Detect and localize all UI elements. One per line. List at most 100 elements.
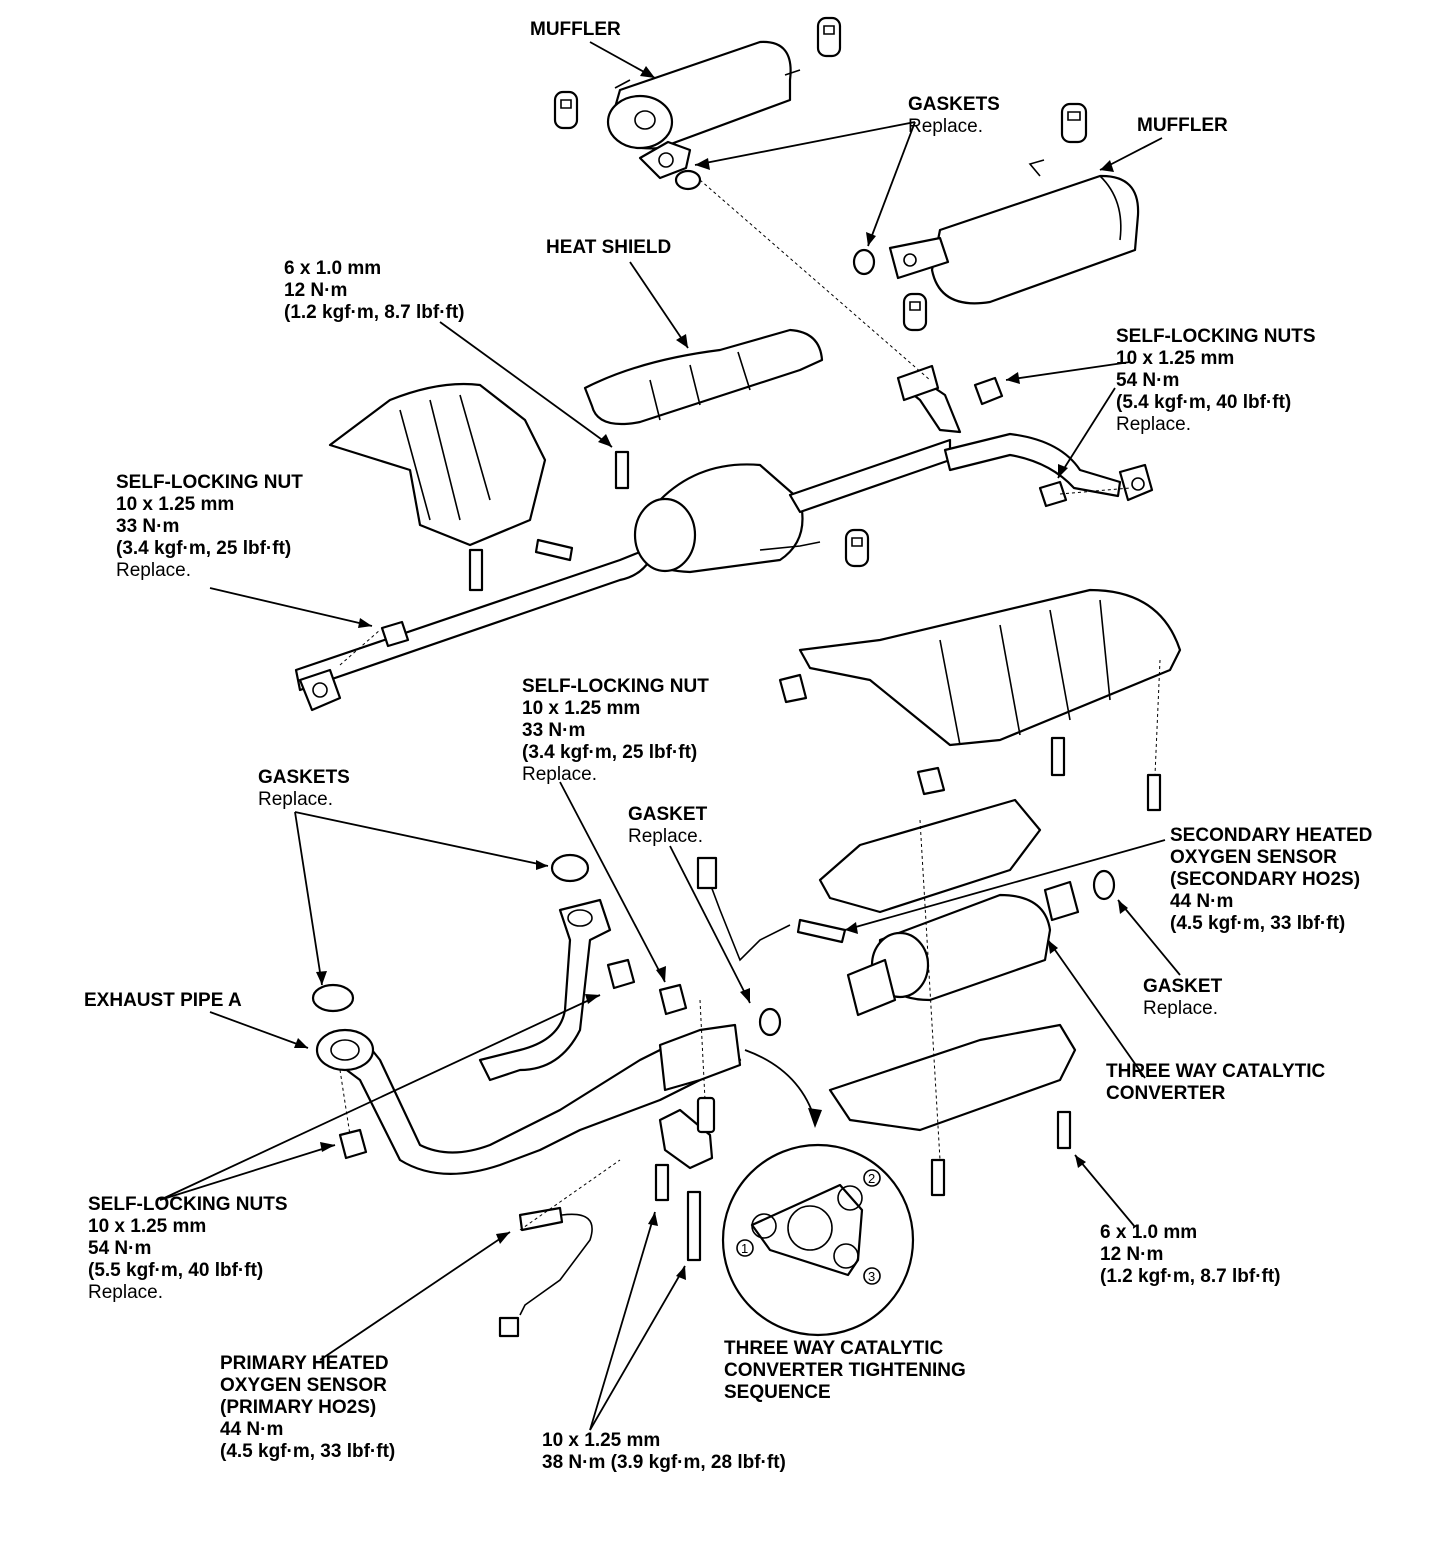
nut-lower-shield-2	[918, 768, 944, 794]
slnut-left-note: Replace.	[116, 560, 191, 581]
arrowheads	[294, 66, 1128, 1280]
sequence-number-3: 3	[868, 1269, 875, 1284]
slnuts-top-line1: 10 x 1.25 mm	[1116, 348, 1235, 369]
gasket-left-1	[313, 985, 353, 1011]
label-muffler-right: MUFFLER	[1137, 115, 1228, 137]
bracket	[660, 1098, 714, 1168]
gasket-right-title: GASKET	[1143, 976, 1223, 997]
slnut-mid-line2: 33 N·m	[522, 720, 586, 741]
gasket-right-muffler	[854, 250, 874, 274]
exhaust-pipe-a	[317, 900, 740, 1174]
three-way-catalytic-converter	[848, 882, 1078, 1015]
primary-ho2s-line1: PRIMARY HEATED	[220, 1353, 389, 1374]
slnuts-bottom-line1: 10 x 1.25 mm	[88, 1216, 207, 1237]
tightening-sequence-line2: CONVERTER TIGHTENING	[724, 1360, 966, 1381]
label-primary-ho2s: PRIMARY HEATED OXYGEN SENSOR (PRIMARY HO…	[220, 1353, 395, 1463]
bolt-front-shield-1	[470, 550, 482, 590]
label-gaskets-left: GASKETS Replace.	[258, 767, 350, 811]
bolt-6x1-bottom-line3: (1.2 kgf·m, 8.7 lbf·ft)	[1100, 1266, 1281, 1287]
gasket-left-2	[552, 855, 588, 881]
bolt-10x125-bottom-line1: 10 x 1.25 mm	[542, 1430, 661, 1451]
label-secondary-ho2s: SECONDARY HEATED OXYGEN SENSOR (SECONDAR…	[1170, 825, 1372, 935]
secondary-ho2s-line4: 44 N·m	[1170, 891, 1234, 912]
tightening-sequence-detail: 1 2 3	[723, 1145, 913, 1335]
nut-lower-shield-1	[780, 675, 806, 702]
label-self-locking-nut-left: SELF-LOCKING NUT 10 x 1.25 mm 33 N·m (3.…	[116, 472, 303, 582]
exhaust-pipe-a-title: EXHAUST PIPE A	[84, 990, 242, 1011]
gaskets-left-title: GASKETS	[258, 767, 350, 788]
gasket-mid-note: Replace.	[628, 826, 703, 847]
gasket-mid	[760, 1009, 780, 1035]
slnut-left-line2: 33 N·m	[116, 516, 180, 537]
label-heat-shield: HEAT SHIELD	[546, 237, 671, 259]
bolt-cat-shield-left	[932, 1160, 944, 1195]
slnuts-bottom-title: SELF-LOCKING NUTS	[88, 1194, 288, 1215]
rubber-hangers-right	[904, 104, 1086, 330]
slnuts-bottom-line3: (5.5 kgf·m, 40 lbf·ft)	[88, 1260, 264, 1281]
slnuts-top-line3: (5.4 kgf·m, 40 lbf·ft)	[1116, 392, 1292, 413]
bolt-lower-shield-2	[1148, 775, 1160, 810]
cat-upper-shield	[820, 800, 1040, 912]
label-three-way-cat: THREE WAY CATALYTIC CONVERTER	[1106, 1061, 1325, 1105]
bolt-6x1-bottom-line1: 6 x 1.0 mm	[1100, 1222, 1198, 1243]
self-locking-nut-center-left	[382, 622, 408, 646]
self-locking-nut-pipe-a-2	[608, 960, 634, 988]
label-tightening-sequence: THREE WAY CATALYTIC CONVERTER TIGHTENING…	[724, 1338, 966, 1404]
self-locking-nut-pipe-a-3	[660, 985, 686, 1014]
bolt-6x1-top-line1: 6 x 1.0 mm	[284, 258, 382, 279]
primary-ho2s-line3: (PRIMARY HO2S)	[220, 1397, 377, 1418]
center-pipe	[296, 366, 1152, 710]
label-self-locking-nuts-top: SELF-LOCKING NUTS 10 x 1.25 mm 54 N·m (5…	[1116, 326, 1316, 436]
tightening-sequence-line3: SEQUENCE	[724, 1382, 831, 1403]
gasket-cat-right	[1094, 871, 1114, 899]
heat-shield-title: HEAT SHIELD	[546, 237, 672, 258]
bolt-upper-center	[616, 452, 628, 488]
bolt-cat-shield-right	[1058, 1112, 1070, 1148]
rubber-hanger-center	[846, 530, 868, 566]
slnuts-bottom-note: Replace.	[88, 1282, 163, 1303]
self-locking-nut-center-right	[1040, 482, 1066, 506]
bolt-6x1-top-line2: 12 N·m	[284, 280, 348, 301]
bolt-6x1-bottom-line2: 12 N·m	[1100, 1244, 1164, 1265]
primary-ho2s-line4: 44 N·m	[220, 1419, 284, 1440]
muffler-right-title: MUFFLER	[1137, 115, 1228, 136]
label-bolt-6x1-bottom: 6 x 1.0 mm 12 N·m (1.2 kgf·m, 8.7 lbf·ft…	[1100, 1222, 1281, 1288]
secondary-ho2s-line3: (SECONDARY HO2S)	[1170, 869, 1361, 890]
slnuts-top-note: Replace.	[1116, 414, 1191, 435]
secondary-ho2s-line2: OXYGEN SENSOR	[1170, 847, 1337, 868]
three-way-cat-line1: THREE WAY CATALYTIC	[1106, 1061, 1326, 1082]
slnuts-top-title: SELF-LOCKING NUTS	[1116, 326, 1316, 347]
bolt-front-shield-2	[536, 540, 572, 560]
secondary-ho2s-line1: SECONDARY HEATED	[1170, 825, 1373, 846]
label-gasket-mid: GASKET Replace.	[628, 804, 707, 848]
slnuts-bottom-line2: 54 N·m	[88, 1238, 152, 1259]
primary-ho2s-line5: (4.5 kgf·m, 33 lbf·ft)	[220, 1441, 396, 1462]
secondary-ho2s-line5: (4.5 kgf·m, 33 lbf·ft)	[1170, 913, 1346, 934]
muffler-right	[890, 160, 1138, 303]
tightening-sequence-line1: THREE WAY CATALYTIC	[724, 1338, 944, 1359]
bolt-lower-shield-1	[1052, 738, 1064, 775]
heat-shield-lower	[800, 590, 1180, 745]
slnut-mid-note: Replace.	[522, 764, 597, 785]
sequence-number-1: 1	[741, 1241, 748, 1256]
slnut-mid-title: SELF-LOCKING NUT	[522, 676, 709, 697]
bolt-6x1-top-line3: (1.2 kgf·m, 8.7 lbf·ft)	[284, 302, 465, 323]
heat-shield-front	[330, 384, 545, 545]
muffler-top-title: MUFFLER	[530, 19, 621, 40]
label-self-locking-nut-mid: SELF-LOCKING NUT 10 x 1.25 mm 33 N·m (3.…	[522, 676, 709, 786]
gasket-top	[676, 171, 700, 189]
primary-ho2s-line2: OXYGEN SENSOR	[220, 1375, 387, 1396]
gaskets-left-note: Replace.	[258, 789, 333, 810]
self-locking-nut-pipe-a-1	[340, 1130, 366, 1158]
three-way-cat-line2: CONVERTER	[1106, 1083, 1226, 1104]
bolt-10x125-bottom-line2: 38 N·m (3.9 kgf·m, 28 lbf·ft)	[542, 1452, 786, 1473]
sequence-number-2: 2	[868, 1171, 875, 1186]
label-muffler-top: MUFFLER	[530, 19, 621, 41]
muffler-top	[608, 42, 800, 178]
cat-lower-shield	[830, 1025, 1075, 1130]
leader-lines	[160, 42, 1180, 1430]
primary-ho2s-sensor	[500, 1208, 592, 1336]
gaskets-top-note: Replace.	[908, 116, 983, 137]
slnuts-top-line2: 54 N·m	[1116, 370, 1180, 391]
